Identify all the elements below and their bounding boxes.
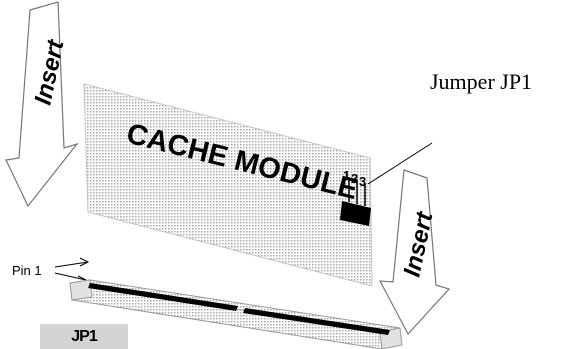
jumper-label: Jumper JP1 [430,69,532,94]
pin-1-label: Pin 1 [12,263,42,278]
jumper-pin-3: 3 [359,174,366,189]
insert-arrow-right: Insert [378,169,451,336]
module-slot-connector [69,279,403,349]
slot-opening-right [243,308,390,335]
jumper-pin-2: 2 [351,171,358,186]
jumper-pin-1: 1 [343,168,350,183]
jumper-jp1: 1 2 3 [340,168,371,226]
jumper-leader-line [367,142,433,185]
pin-1-arrows [54,257,90,285]
slot-opening-left [88,283,238,311]
cache-module-board: CACHE MODULE [83,83,373,287]
insert-arrow-left: Insert [5,1,79,208]
jp1-table-header: JP1 [40,324,128,349]
